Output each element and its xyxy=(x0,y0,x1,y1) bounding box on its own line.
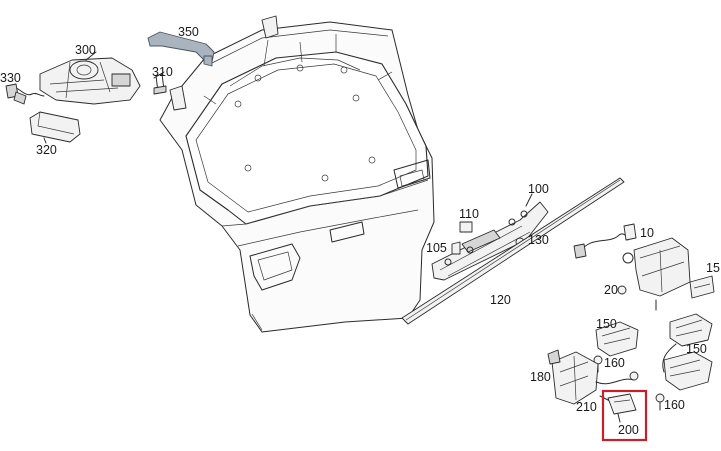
part-310-bolt xyxy=(153,71,167,95)
part-350-inner-handle xyxy=(147,31,215,67)
label-105: 105 xyxy=(426,241,447,255)
part-100-trim-plate xyxy=(431,193,549,281)
part-320-control-unit xyxy=(29,111,81,144)
label-110: 110 xyxy=(459,207,479,221)
part-latch-lower-right xyxy=(663,351,713,391)
part-160-screw-right xyxy=(655,393,665,411)
label-320: 320 xyxy=(36,143,57,157)
label-150-right: 150 xyxy=(686,342,707,356)
part-15-button xyxy=(689,275,715,299)
label-350: 350 xyxy=(178,25,199,39)
part-330-cable xyxy=(5,83,45,105)
label-100: 100 xyxy=(528,182,549,196)
tailgate-panel xyxy=(159,15,435,333)
rear-window-opening xyxy=(185,51,429,225)
label-160-right: 160 xyxy=(664,398,685,412)
label-180: 180 xyxy=(530,370,551,384)
part-300-drive-unit xyxy=(39,51,141,105)
part-10-switch-assembly xyxy=(573,223,691,311)
label-200: 200 xyxy=(618,423,639,437)
highlight-box-200 xyxy=(601,389,648,442)
label-15: 15 xyxy=(706,261,720,275)
part-20-nut xyxy=(617,285,627,295)
label-20: 20 xyxy=(604,283,618,297)
part-105-clip xyxy=(451,241,461,255)
part-150-latch-left xyxy=(595,321,639,357)
label-120: 120 xyxy=(490,293,511,307)
label-210: 210 xyxy=(576,400,597,414)
label-150-left: 150 xyxy=(596,317,617,331)
part-110-clip xyxy=(459,221,473,233)
label-130: 130 xyxy=(528,233,549,247)
label-10: 10 xyxy=(640,226,654,240)
label-310: 310 xyxy=(152,65,173,79)
part-180-actuator xyxy=(547,349,639,405)
part-150-latch-right xyxy=(662,313,713,373)
part-120-trim-strip xyxy=(401,177,625,325)
label-160-left: 160 xyxy=(604,356,625,370)
label-300: 300 xyxy=(75,43,96,57)
part-200-bracket xyxy=(607,393,637,423)
label-330: 330 xyxy=(0,71,21,85)
